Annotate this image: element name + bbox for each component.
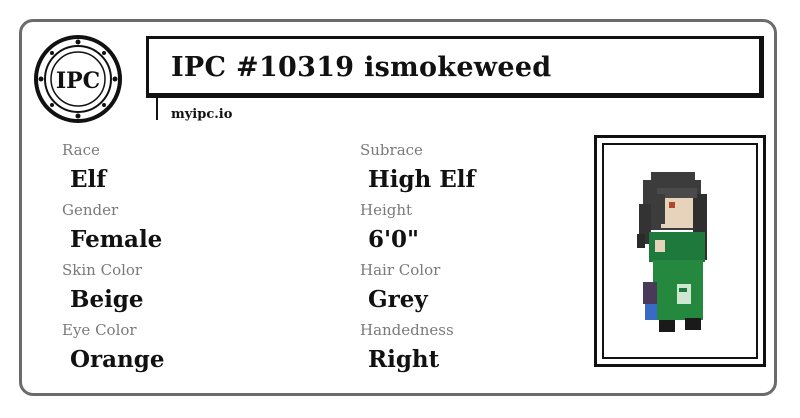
character-portrait [594, 135, 766, 367]
portrait-frame [602, 143, 758, 359]
handedness-label: Handedness [360, 321, 454, 339]
title-divider [156, 98, 158, 120]
gender-label: Gender [62, 201, 119, 219]
race-value: Elf [70, 166, 107, 193]
hair-color-value: Grey [368, 286, 428, 313]
subrace-label: Subrace [360, 141, 423, 159]
skin-color-value: Beige [70, 286, 144, 313]
skin-color-label: Skin Color [62, 261, 143, 279]
title-bar: IPC #10319 ismokeweed [146, 36, 764, 98]
site-link[interactable]: myipc.io [171, 107, 233, 122]
height-label: Height [360, 201, 413, 219]
height-value: 6'0" [368, 226, 420, 253]
ipc-logo-icon: IPC [34, 35, 122, 123]
race-label: Race [62, 141, 100, 159]
eye-color-value: Orange [70, 346, 165, 373]
page-title: IPC #10319 ismokeweed [171, 52, 552, 83]
pixel-character-sprite-icon [637, 172, 707, 332]
eye-color-label: Eye Color [62, 321, 137, 339]
handedness-value: Right [368, 346, 440, 373]
logo-text: IPC [56, 68, 100, 94]
hair-color-label: Hair Color [360, 261, 441, 279]
gender-value: Female [70, 226, 163, 253]
subrace-value: High Elf [368, 166, 476, 193]
